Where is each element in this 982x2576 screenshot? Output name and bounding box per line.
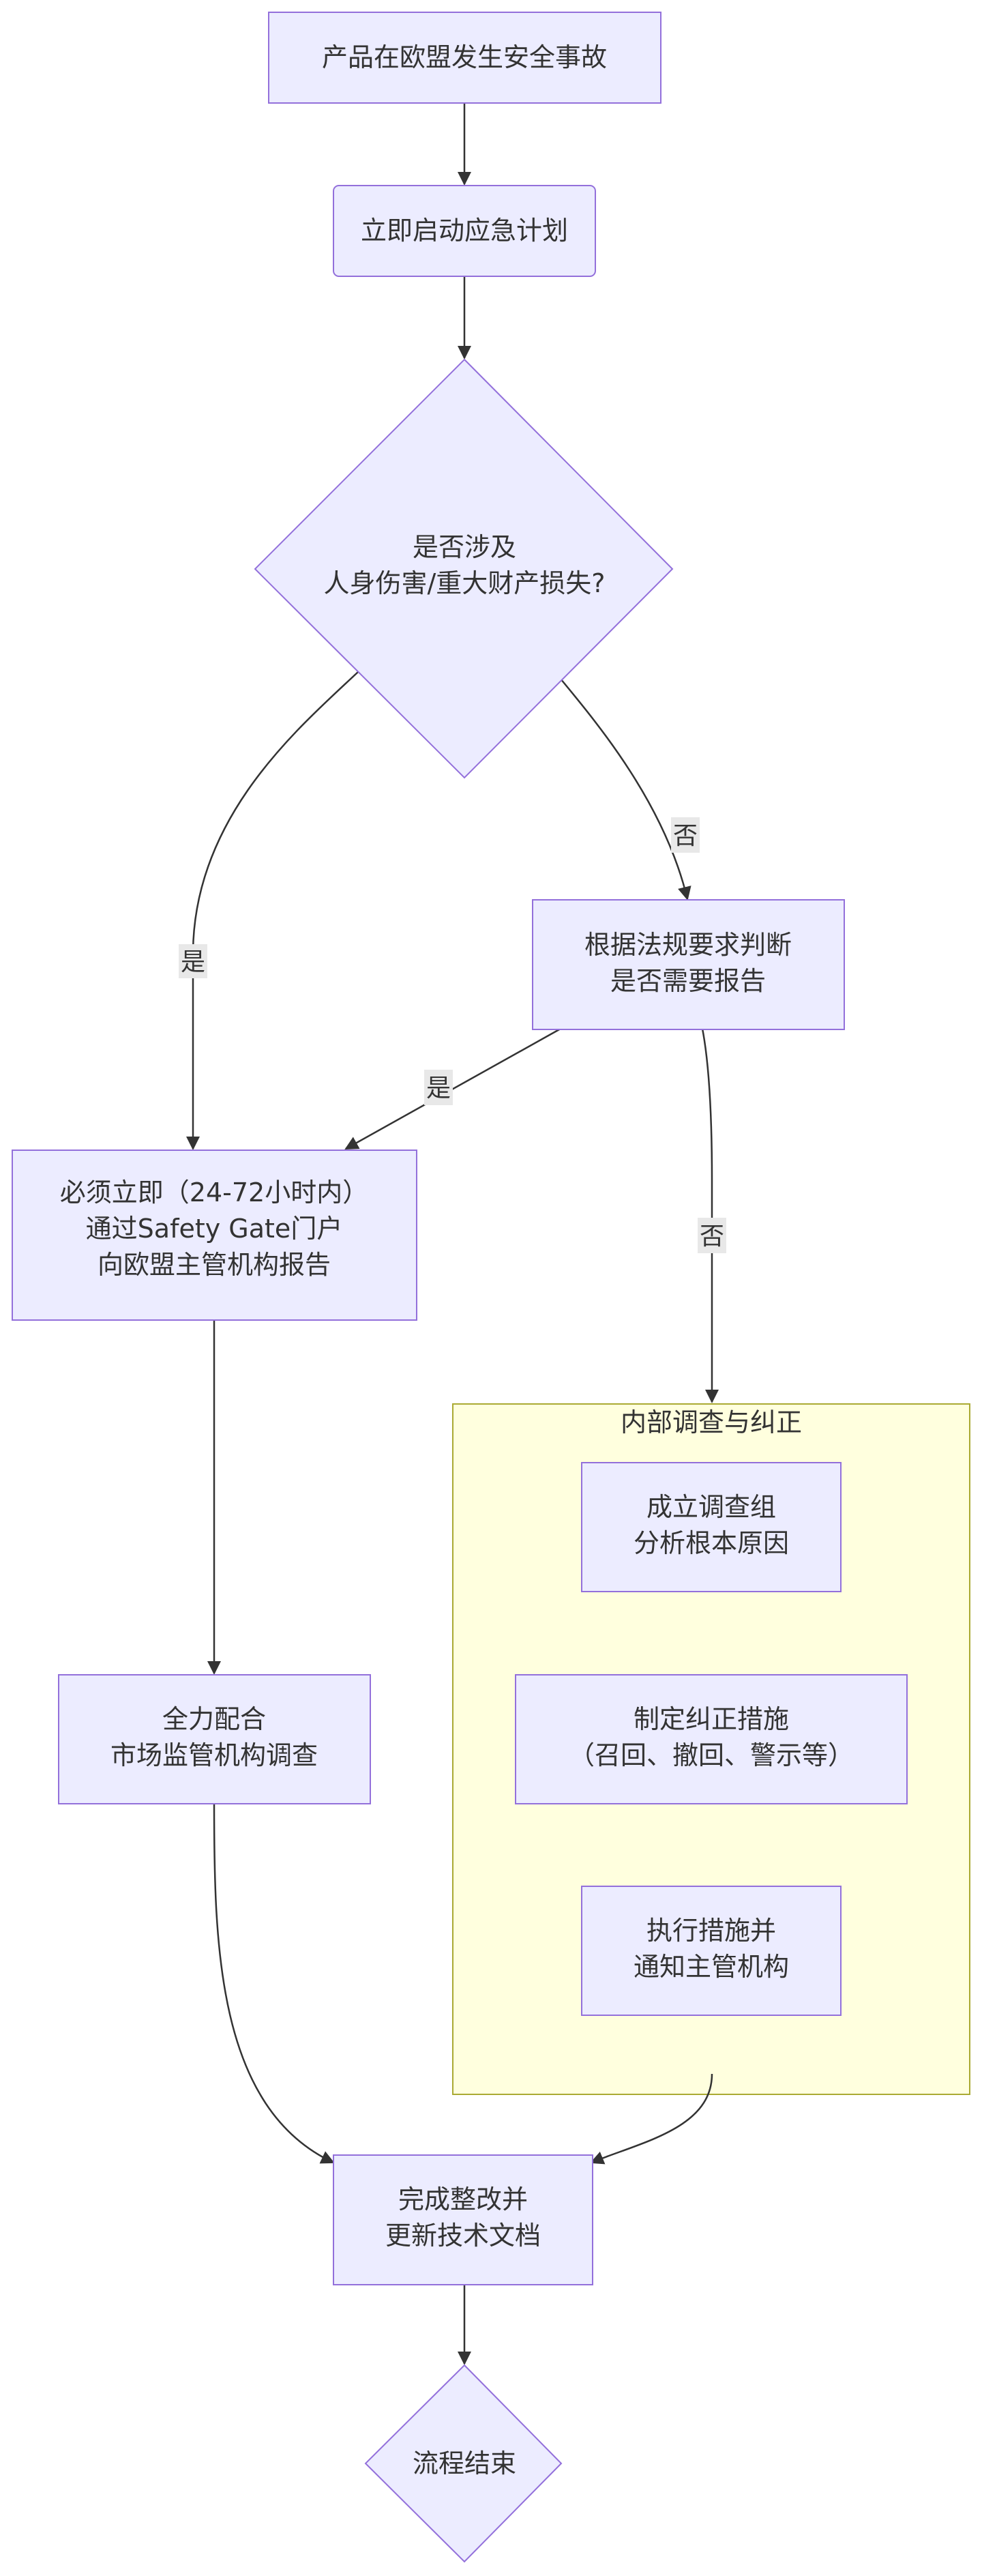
cluster-title: 内部调查与纠正 <box>621 1407 802 1437</box>
svg-text:必须立即（24-72小时内）: 必须立即（24-72小时内） <box>60 1177 368 1208</box>
svg-text:否: 否 <box>700 1223 724 1250</box>
svg-text:更新技术文档: 更新技术文档 <box>385 2221 541 2251</box>
svg-text:向欧盟主管机构报告: 向欧盟主管机构报告 <box>98 1250 331 1280</box>
svg-text:成立调查组: 成立调查组 <box>646 1492 776 1522</box>
edge-decision1-regulation <box>560 678 691 901</box>
svg-text:执行措施并: 执行措施并 <box>646 1916 776 1946</box>
svg-text:通过Safety Gate门户: 通过Safety Gate门户 <box>86 1214 343 1244</box>
svg-text:是: 是 <box>426 1074 451 1102</box>
node-incident: 产品在欧盟发生安全事故 <box>268 12 661 104</box>
edge-label-decision1-yes: 是 <box>179 944 207 978</box>
svg-text:是: 是 <box>181 948 205 976</box>
node-corrective: 制定纠正措施 （召回、撤回、警示等） <box>515 1674 908 1804</box>
svg-text:完成整改并: 完成整改并 <box>398 2184 528 2214</box>
svg-text:通知主管机构: 通知主管机构 <box>634 1952 789 1982</box>
svg-text:是否涉及: 是否涉及 <box>413 532 516 562</box>
svg-text:（召回、撤回、警示等）: （召回、撤回、警示等） <box>569 1740 854 1770</box>
node-report-authority: 必须立即（24-72小时内） 通过Safety Gate门户 向欧盟主管机构报告 <box>12 1150 417 1321</box>
node-regulation-check: 根据法规要求判断 是否需要报告 <box>532 899 845 1030</box>
svg-text:分析根本原因: 分析根本原因 <box>634 1528 789 1558</box>
svg-text:产品在欧盟发生安全事故: 产品在欧盟发生安全事故 <box>322 42 607 72</box>
edge-decision1-report <box>186 671 359 1150</box>
node-investigate: 成立调查组 分析根本原因 <box>581 1462 842 1592</box>
node-complete: 完成整改并 更新技术文档 <box>333 2154 593 2285</box>
svg-text:人身伤害/重大财产损失?: 人身伤害/重大财产损失? <box>324 568 606 598</box>
svg-text:流程结束: 流程结束 <box>413 2448 516 2478</box>
edge-cooperate-complete <box>213 1802 335 2164</box>
svg-text:制定纠正措施: 制定纠正措施 <box>634 1704 789 1734</box>
edge-label-regulation-no: 否 <box>698 1218 726 1253</box>
svg-text:立即启动应急计划: 立即启动应急计划 <box>361 216 568 246</box>
node-cooperate: 全力配合 市场监管机构调查 <box>58 1674 371 1804</box>
svg-text:是否需要报告: 是否需要报告 <box>610 966 766 996</box>
node-decision-injury: 是否涉及 人身伤害/重大财产损失? <box>254 358 674 779</box>
svg-text:全力配合: 全力配合 <box>162 1704 266 1734</box>
node-emergency: 立即启动应急计划 <box>333 185 596 277</box>
edge-regulation-report <box>344 1027 561 1150</box>
node-end: 流程结束 <box>364 2364 563 2563</box>
node-execute: 执行措施并 通知主管机构 <box>581 1886 842 2016</box>
svg-text:根据法规要求判断: 根据法规要求判断 <box>584 930 792 960</box>
edge-cluster-complete <box>590 2073 713 2165</box>
edge-label-regulation-yes: 是 <box>424 1070 453 1105</box>
edge-regulation-investigate <box>701 1028 719 1403</box>
edge-label-decision1-no: 否 <box>671 817 700 853</box>
svg-text:市场监管机构调查: 市场监管机构调查 <box>110 1740 318 1770</box>
svg-text:否: 否 <box>673 822 698 850</box>
